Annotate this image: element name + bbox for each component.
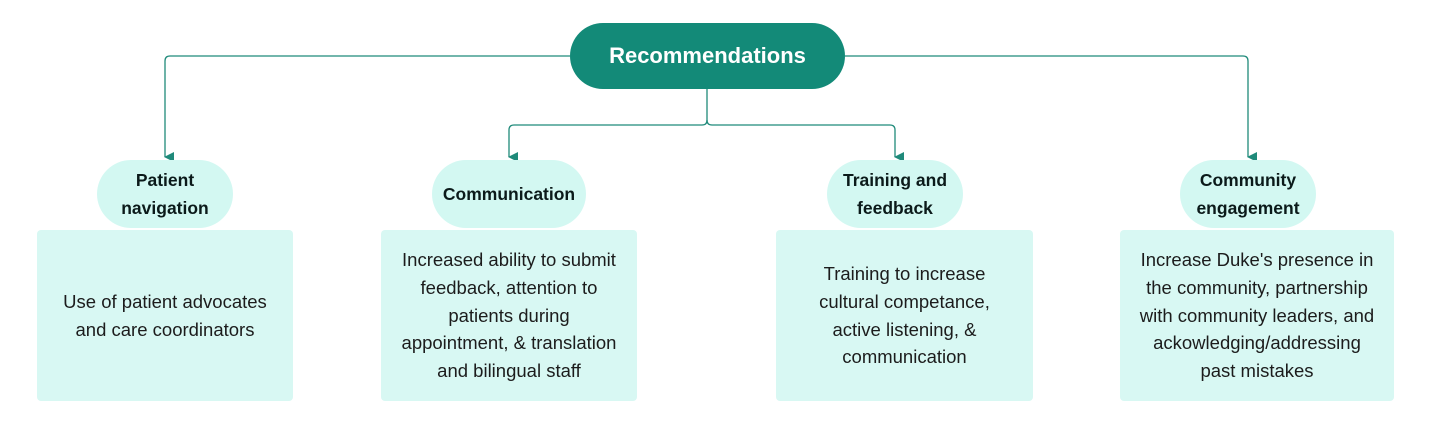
root-label: Recommendations <box>609 43 806 68</box>
category-community-engagement: Community engagement <box>1180 160 1316 228</box>
detail-community-engagement: Increase Duke's presence in the communit… <box>1120 230 1394 401</box>
detail-text: Increase Duke's presence in the communit… <box>1139 249 1375 382</box>
detail-text: Training to increase cultural competance… <box>819 263 990 368</box>
detail-patient-navigation: Use of patient advocates and care coordi… <box>37 230 293 401</box>
detail-text: Increased ability to submit feedback, at… <box>401 249 617 382</box>
category-label: Training and feedback <box>842 170 948 218</box>
category-label: Communication <box>442 184 576 204</box>
connector-community-engagement <box>845 55 1257 162</box>
detail-text: Use of patient advocates and care coordi… <box>63 290 267 340</box>
category-training-feedback: Training and feedback <box>827 160 963 228</box>
category-patient-navigation: Patient navigation <box>97 160 233 228</box>
category-communication: Communication <box>432 160 586 228</box>
category-label: Community engagement <box>1196 170 1300 218</box>
root-node-recommendations: Recommendations <box>570 23 845 89</box>
connector-root-stem <box>701 89 708 126</box>
category-label: Patient navigation <box>121 170 209 218</box>
detail-communication: Increased ability to submit feedback, at… <box>381 230 637 401</box>
detail-training-feedback: Training to increase cultural competance… <box>776 230 1033 401</box>
connector-communication <box>508 124 702 162</box>
connector-training-feedback <box>706 119 904 162</box>
connector-patient-navigation <box>164 55 570 162</box>
